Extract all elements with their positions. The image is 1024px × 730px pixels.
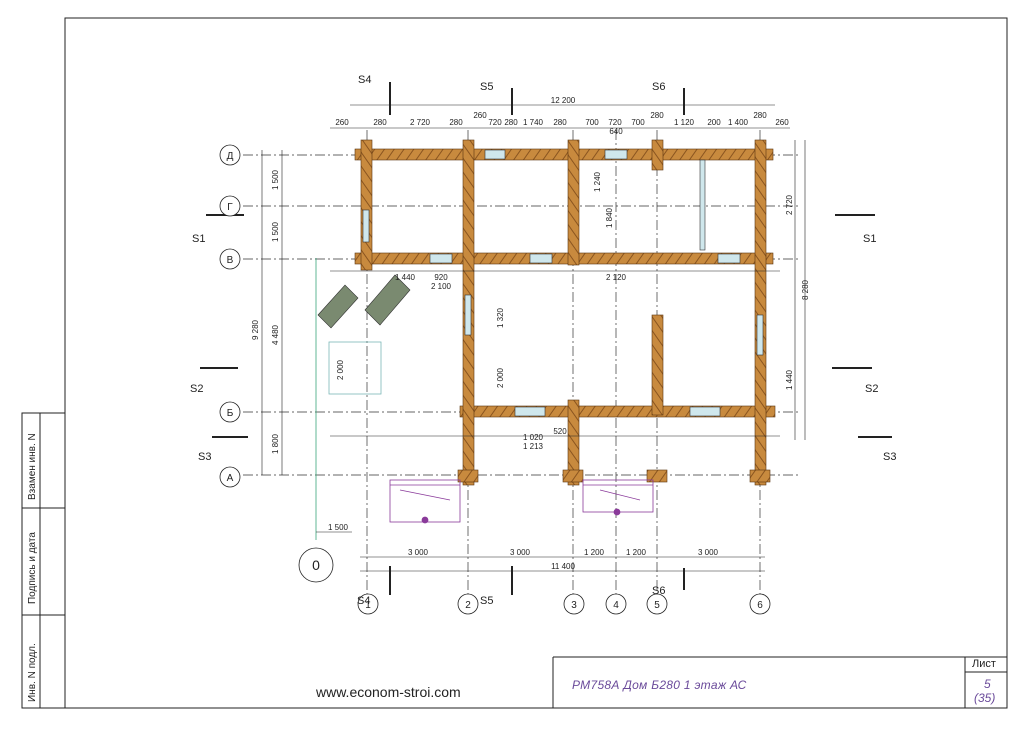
axis-label-d: Д [227, 151, 234, 162]
dim-left-1: 1 500 [271, 169, 280, 190]
dim-top-4: 260 [473, 111, 487, 120]
dim-top-5: 720 [488, 118, 502, 127]
dim-overall-bottom: 11 400 [551, 562, 575, 571]
windows [362, 149, 764, 417]
axis-label-2: 2 [465, 600, 471, 611]
section-markers [200, 82, 892, 595]
dim-top-6: 280 [504, 118, 518, 127]
dim-inner-4: 1 320 [496, 307, 505, 328]
dim-top-12: 280 [650, 111, 664, 120]
dim-inner-3: 2 000 [496, 367, 505, 388]
dim-row-8: 640 [609, 127, 623, 136]
dim-top-17: 260 [775, 118, 789, 127]
website-link[interactable]: www.econom-stroi.com [316, 684, 461, 700]
dim-row-7: 520 [553, 427, 567, 436]
section-s3-right: S3 [883, 451, 896, 463]
dim-top-9: 700 [585, 118, 599, 127]
section-s4-top: S4 [358, 74, 371, 86]
axis-label-g: Г [227, 202, 233, 213]
section-s6-top: S6 [652, 81, 665, 93]
axis-bubbles [219, 144, 771, 615]
dim-overall-top: 12 200 [551, 96, 576, 105]
axis-origin-label: 0 [312, 557, 320, 573]
section-s1-left: S1 [192, 233, 205, 245]
dim-top-11: 700 [631, 118, 645, 127]
axis-label-a: А [227, 473, 234, 484]
dim-origin-offset: 1 500 [328, 523, 349, 532]
dim-row-1: 1 440 [395, 273, 416, 282]
section-s2-left: S2 [190, 383, 203, 395]
dim-top-1: 280 [373, 118, 387, 127]
section-s6-bottom: S6 [652, 585, 665, 597]
axis-label-6: 6 [757, 600, 763, 611]
dim-top-0: 260 [335, 118, 349, 127]
dim-bottom-5: 3 000 [698, 548, 719, 557]
stair-elements [317, 274, 411, 329]
dim-bottom-3: 1 200 [584, 548, 605, 557]
axis-label-1: 1 [365, 600, 371, 611]
dim-top-14: 200 [707, 118, 721, 127]
dim-bottom-2: 3 000 [510, 548, 531, 557]
sheet-label: Лист [972, 658, 996, 670]
section-s3-left: S3 [198, 451, 211, 463]
axis-label-b: Б [227, 408, 234, 419]
section-s5-top: S5 [480, 81, 493, 93]
dim-right-overall: 8 280 [801, 279, 810, 300]
dim-right-2: 1 440 [785, 369, 794, 390]
dim-row-3: 2 100 [431, 282, 452, 291]
stamp-sign-date: Подпись и дата [27, 532, 38, 604]
dim-row-5: 1 020 [523, 433, 544, 442]
porch-gates [389, 479, 654, 524]
axis-label-v: В [227, 255, 234, 266]
dim-left-2: 1 500 [271, 221, 280, 242]
dim-inner-5: 2 000 [336, 359, 345, 380]
dim-row-4: 2 120 [606, 273, 627, 282]
sheet-total: (35) [974, 691, 996, 705]
title-block [552, 656, 1007, 708]
stamp-inv-orig: Инв. N подл. [27, 643, 38, 702]
dim-inner-1: 1 240 [593, 171, 602, 192]
dim-top-2: 2 720 [410, 118, 431, 127]
axis-label-5: 5 [654, 600, 660, 611]
dim-left-4: 1 800 [271, 433, 280, 454]
dim-left-3: 4 480 [271, 324, 280, 345]
project-title: РМ758А Дом Б280 1 этаж АС [572, 678, 747, 692]
dim-inner-2: 1 840 [605, 207, 614, 228]
section-s5-bottom: S5 [480, 595, 493, 607]
section-s4-bottom: S4 [357, 595, 370, 607]
sheet-number: 5 [984, 677, 991, 691]
section-s1-right: S1 [863, 233, 876, 245]
dim-bottom-1: 3 000 [408, 548, 429, 557]
side-stamp [21, 412, 66, 709]
section-s2-right: S2 [865, 383, 878, 395]
dim-top-8: 280 [553, 118, 567, 127]
dim-top-7: 1 740 [523, 118, 544, 127]
sheet-frame [64, 17, 1008, 709]
axis-label-4: 4 [613, 600, 619, 611]
dim-top-16: 280 [753, 111, 767, 120]
dim-top-3: 280 [449, 118, 463, 127]
dim-row-2: 920 [434, 273, 448, 282]
dim-bottom-4: 1 200 [626, 548, 647, 557]
axis-label-3: 3 [571, 600, 577, 611]
dim-top-15: 1 400 [728, 118, 749, 127]
stamp-inv-replace: Взамен инв. N [27, 433, 38, 500]
dim-right-1: 2 720 [785, 194, 794, 215]
dim-left-overall: 9 280 [251, 319, 260, 340]
dim-row-6: 1 213 [523, 442, 544, 451]
dim-top-13: 1 120 [674, 118, 695, 127]
dim-top-10: 720 [608, 118, 622, 127]
dimension-lines [261, 104, 806, 572]
